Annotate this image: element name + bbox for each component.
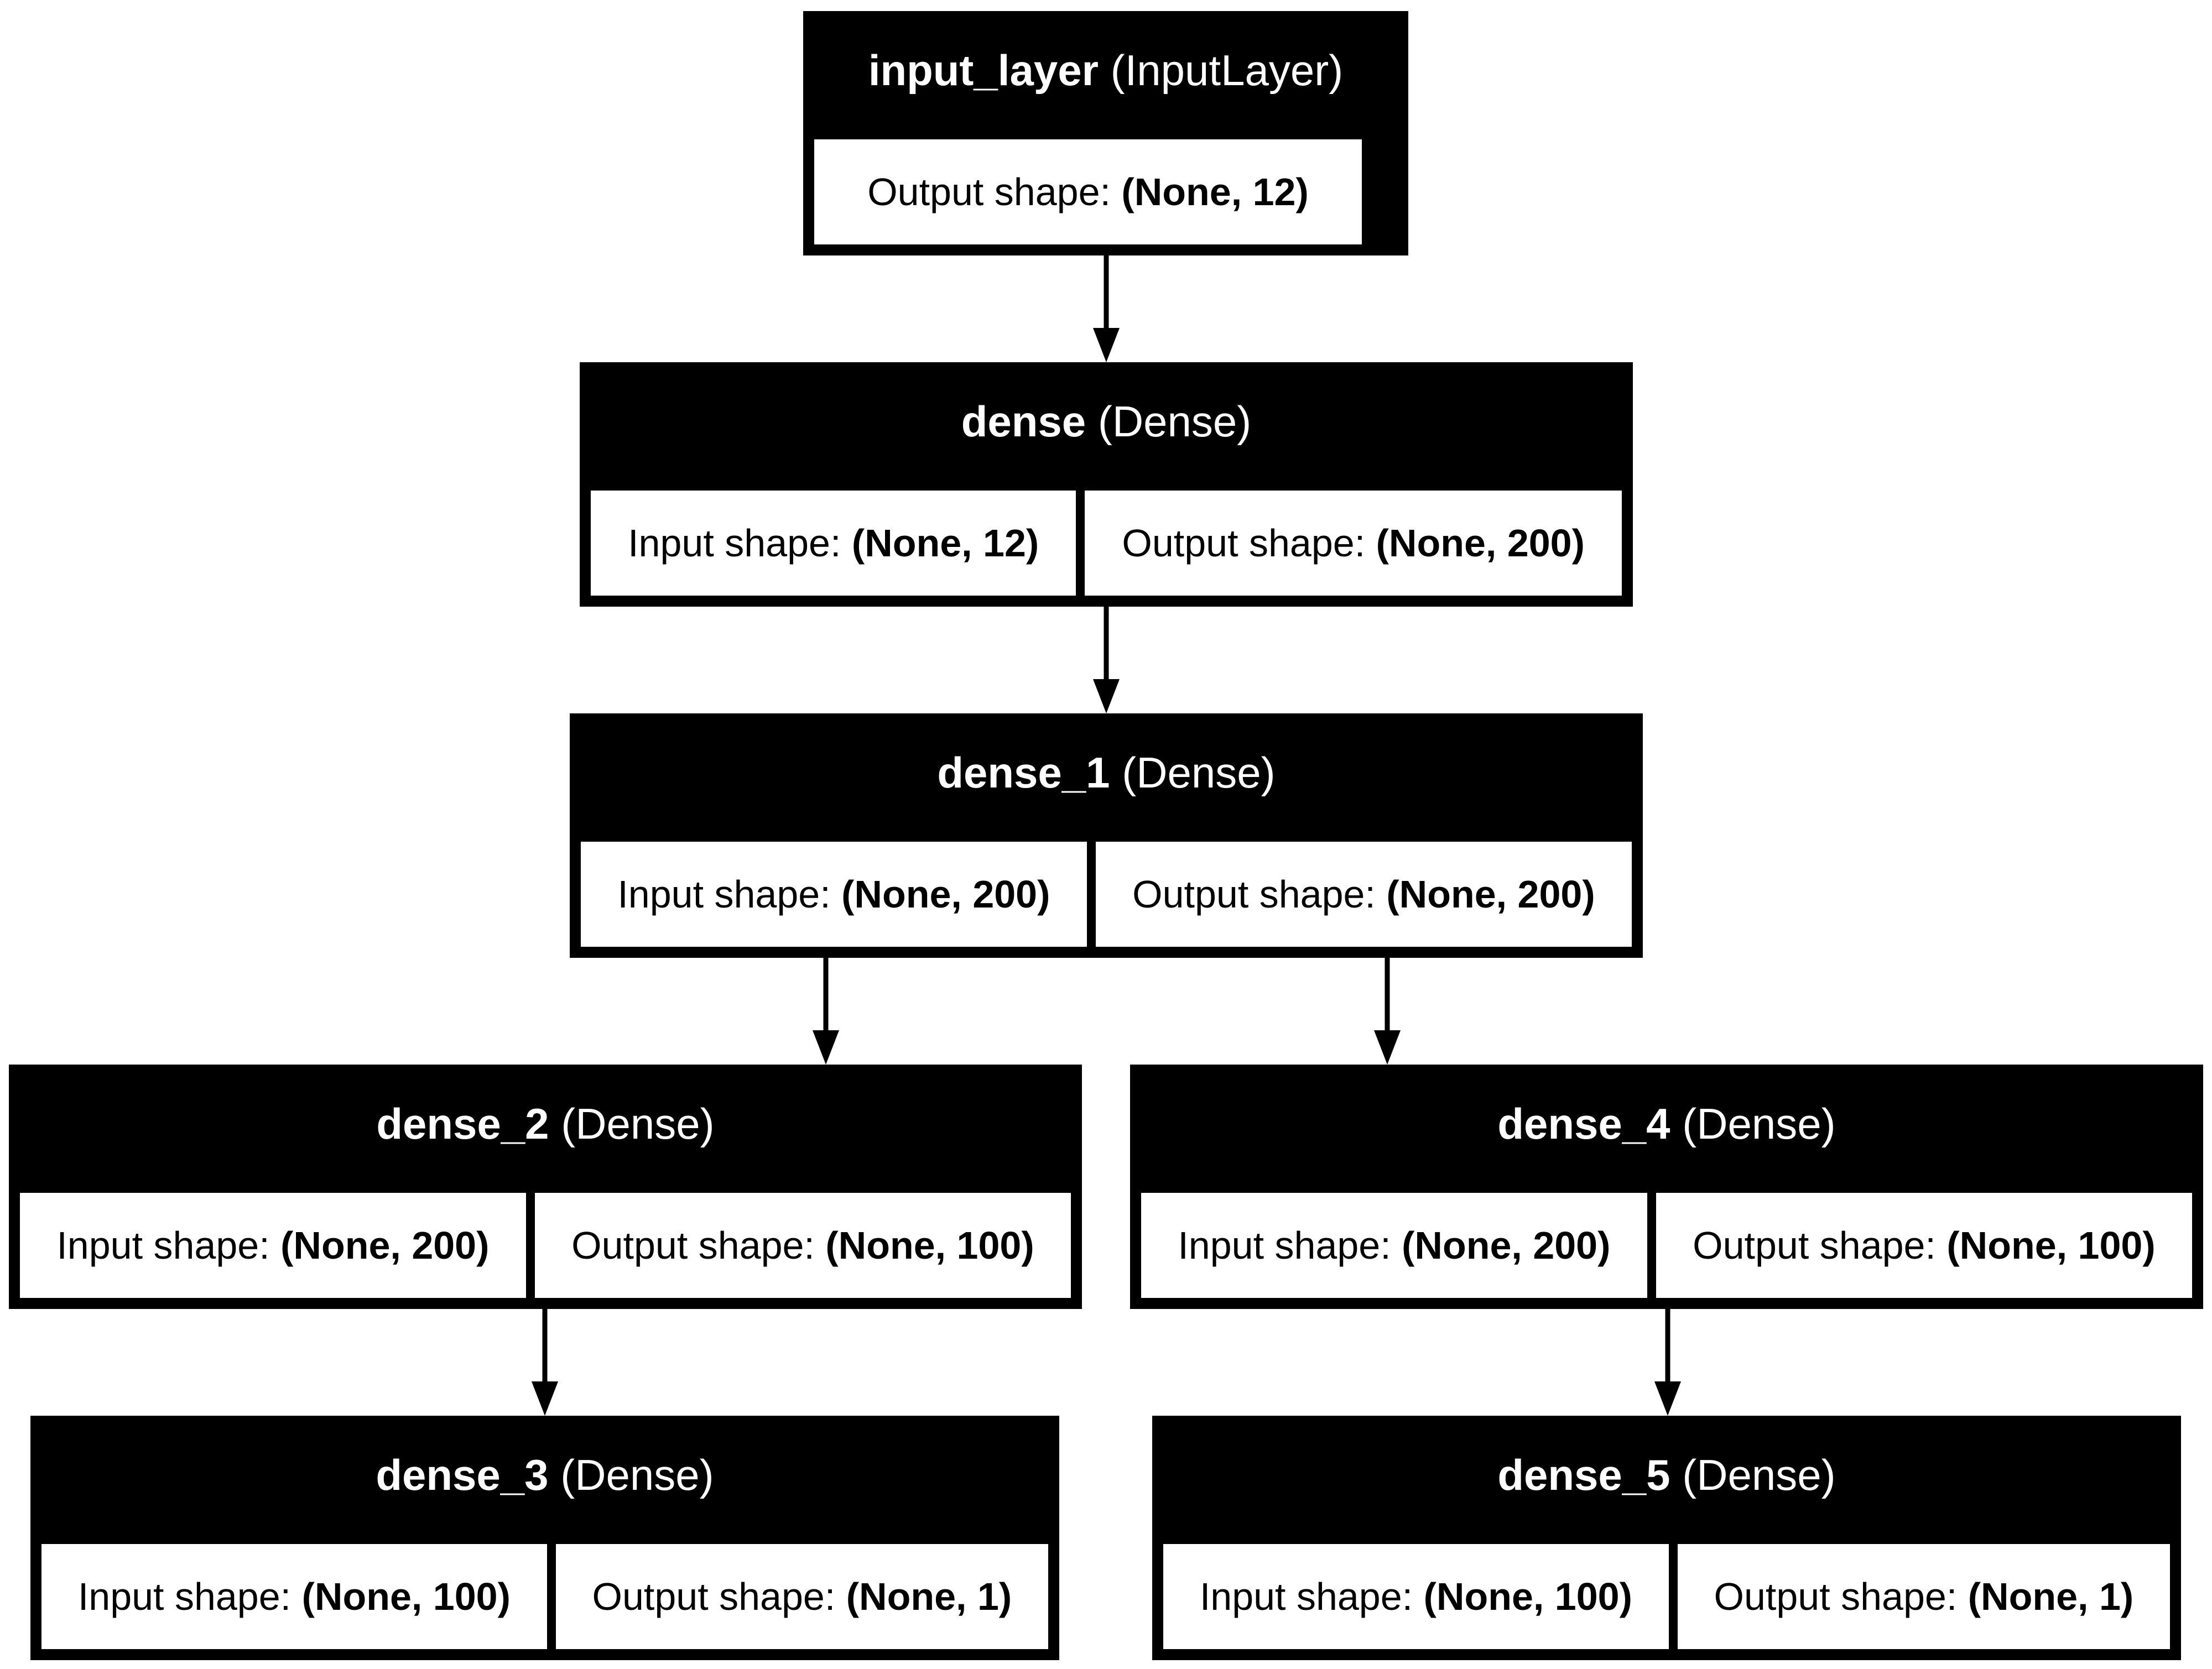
arrowhead-icon xyxy=(1654,1381,1681,1416)
input-shape-value: (None, 200) xyxy=(841,873,1050,916)
output-shape-cell: Output shape: (None, 100) xyxy=(534,1193,1071,1298)
output-shape-label: Output shape: xyxy=(1132,873,1376,916)
layer-type: (Dense) xyxy=(1682,1451,1836,1499)
input-shape-cell: Input shape: (None, 100) xyxy=(1163,1544,1669,1649)
arrowhead-icon xyxy=(813,1030,839,1065)
arrowhead-icon xyxy=(1374,1030,1401,1065)
edge-dense-to-dense_1 xyxy=(1093,607,1120,713)
input-shape-label: Input shape: xyxy=(617,873,831,916)
arrowhead-icon xyxy=(1093,328,1120,362)
input-shape-value: (None, 200) xyxy=(1402,1224,1611,1267)
node-dense_1: dense_1 (Dense) Input shape: (None, 200)… xyxy=(570,713,1643,958)
output-shape-value: (None, 100) xyxy=(1946,1224,2156,1267)
output-shape-label: Output shape: xyxy=(1714,1575,1958,1618)
layer-type: (Dense) xyxy=(1097,397,1252,446)
output-shape-cell: Output shape: (None, 100) xyxy=(1656,1193,2193,1298)
layer-type: (Dense) xyxy=(1682,1099,1836,1148)
node-input_layer: input_layer (InputLayer) Output shape: (… xyxy=(803,11,1408,255)
layer-name: dense_3 xyxy=(376,1451,549,1499)
output-shape-cell: Output shape: (None, 12) xyxy=(814,139,1362,244)
input-shape-cell: Input shape: (None, 200) xyxy=(1141,1193,1647,1298)
node-dense_4: dense_4 (Dense) Input shape: (None, 200)… xyxy=(1130,1065,2203,1309)
input-shape-label: Input shape: xyxy=(77,1575,292,1618)
input-shape-cell: Input shape: (None, 12) xyxy=(591,491,1076,596)
node-header: dense (Dense) xyxy=(580,362,1633,481)
node-dense_5: dense_5 (Dense) Input shape: (None, 100)… xyxy=(1152,1416,2181,1660)
output-shape-label: Output shape: xyxy=(592,1575,836,1618)
edge-dense_1-to-dense_2 xyxy=(813,958,839,1065)
output-shape-value: (None, 200) xyxy=(1386,873,1595,916)
input-shape-label: Input shape: xyxy=(628,521,841,565)
layer-name: dense xyxy=(961,397,1086,446)
output-shape-value: (None, 200) xyxy=(1376,521,1585,565)
node-header: dense_1 (Dense) xyxy=(570,713,1643,832)
input-shape-cell: Input shape: (None, 100) xyxy=(41,1544,547,1649)
node-dense: dense (Dense) Input shape: (None, 12) Ou… xyxy=(580,362,1633,607)
output-shape-value: (None, 1) xyxy=(1968,1575,2134,1618)
node-dense_2: dense_2 (Dense) Input shape: (None, 200)… xyxy=(9,1065,1082,1309)
input-shape-value: (None, 200) xyxy=(280,1224,490,1267)
layer-name: dense_4 xyxy=(1497,1099,1670,1148)
output-shape-value: (None, 1) xyxy=(846,1575,1012,1618)
input-shape-value: (None, 100) xyxy=(301,1575,511,1618)
input-shape-cell: Input shape: (None, 200) xyxy=(581,842,1087,947)
output-shape-label: Output shape: xyxy=(571,1224,815,1267)
output-shape-label: Output shape: xyxy=(867,170,1111,213)
layer-name: dense_5 xyxy=(1497,1451,1670,1499)
layer-type: (Dense) xyxy=(561,1099,715,1148)
input-shape-label: Input shape: xyxy=(56,1224,270,1267)
input-shape-label: Input shape: xyxy=(1199,1575,1413,1618)
input-shape-cell: Input shape: (None, 200) xyxy=(20,1193,526,1298)
output-shape-cell: Output shape: (None, 1) xyxy=(1677,1544,2170,1649)
output-shape-label: Output shape: xyxy=(1122,521,1366,565)
output-shape-cell: Output shape: (None, 200) xyxy=(1095,842,1632,947)
node-header: input_layer (InputLayer) xyxy=(803,11,1408,130)
node-header: dense_3 (Dense) xyxy=(30,1416,1059,1535)
edge-input_layer-to-dense xyxy=(1093,255,1120,362)
layer-type: (InputLayer) xyxy=(1110,46,1344,95)
input-shape-label: Input shape: xyxy=(1178,1224,1391,1267)
edge-dense_2-to-dense_3 xyxy=(532,1309,558,1416)
edge-dense_4-to-dense_5 xyxy=(1654,1309,1681,1416)
edge-dense_1-to-dense_4 xyxy=(1374,958,1401,1065)
node-header: dense_2 (Dense) xyxy=(9,1065,1082,1183)
layer-type: (Dense) xyxy=(1122,748,1276,797)
node-header: dense_5 (Dense) xyxy=(1152,1416,2181,1535)
node-header: dense_4 (Dense) xyxy=(1130,1065,2203,1183)
arrowhead-icon xyxy=(1093,679,1120,713)
layer-type: (Dense) xyxy=(560,1451,714,1499)
output-shape-value: (None, 12) xyxy=(1121,170,1309,213)
input-shape-value: (None, 100) xyxy=(1423,1575,1632,1618)
output-shape-value: (None, 100) xyxy=(825,1224,1034,1267)
layer-name: input_layer xyxy=(868,46,1099,95)
output-shape-label: Output shape: xyxy=(1693,1224,1936,1267)
arrowhead-icon xyxy=(532,1381,558,1416)
input-shape-value: (None, 12) xyxy=(851,521,1039,565)
output-shape-cell: Output shape: (None, 1) xyxy=(555,1544,1048,1649)
node-dense_3: dense_3 (Dense) Input shape: (None, 100)… xyxy=(30,1416,1059,1660)
layer-name: dense_2 xyxy=(376,1099,549,1148)
layer-name: dense_1 xyxy=(937,748,1110,797)
output-shape-cell: Output shape: (None, 200) xyxy=(1085,491,1622,596)
